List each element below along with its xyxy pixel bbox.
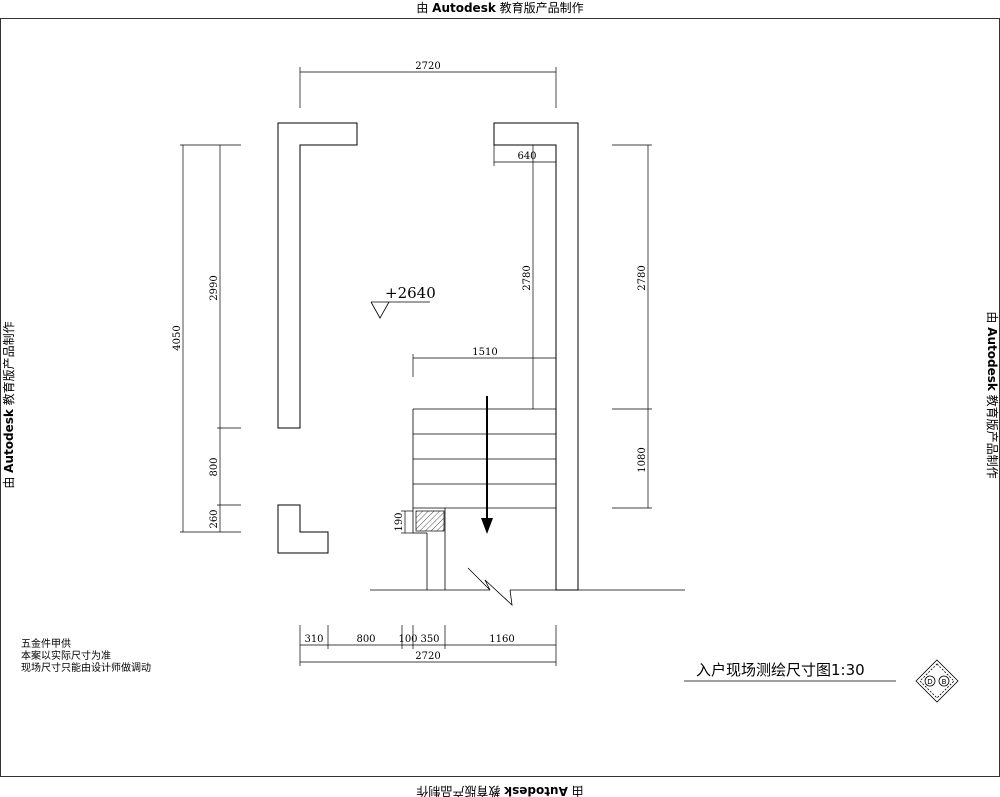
wall-right	[493, 122, 579, 591]
compass-icon: D B	[915, 659, 959, 703]
wall-left-upper	[277, 122, 358, 429]
svg-text:4050: 4050	[172, 325, 183, 350]
svg-text:2780: 2780	[522, 265, 533, 290]
dim-bottom-chain: 310 800 100 350 1160 2720	[299, 625, 557, 666]
svg-text:350: 350	[420, 634, 439, 645]
watermark-top: 由 Autodesk 教育版产品制作	[416, 0, 583, 15]
svg-text:1160: 1160	[489, 634, 514, 645]
wall-left-lower	[277, 504, 329, 554]
svg-text:640: 640	[517, 151, 536, 162]
svg-text:800: 800	[356, 634, 375, 645]
svg-text:2720: 2720	[415, 61, 440, 72]
staircase	[412, 408, 556, 590]
svg-text:2780: 2780	[637, 265, 648, 290]
svg-text:260: 260	[209, 509, 220, 528]
svg-text:310: 310	[304, 634, 323, 645]
note-3: 现场尺寸只能由设计师做调动	[21, 661, 151, 674]
svg-text:800: 800	[209, 457, 220, 476]
svg-text:2720: 2720	[415, 651, 440, 662]
svg-text:1510: 1510	[472, 347, 497, 358]
watermark-left: 由 Autodesk 教育版产品制作	[1, 321, 16, 488]
dim-left-chain: 4050 2990 800 260	[172, 144, 241, 533]
dim-top-total: 2720	[299, 61, 557, 108]
elevation-value: +2640	[385, 284, 436, 302]
note-2: 本案以实际尺寸为准	[21, 649, 111, 662]
dim-stair-width: 1510	[412, 347, 556, 377]
note-1: 五金件甲供	[21, 637, 71, 650]
svg-text:B: B	[942, 678, 947, 686]
notes: 五金件甲供 本案以实际尺寸为准 现场尺寸只能由设计师做调动	[21, 637, 151, 674]
dim-far-right: 2780 1080	[612, 144, 652, 509]
svg-text:100: 100	[398, 634, 417, 645]
dim-step-small: 190	[394, 510, 413, 534]
watermark-right: 由 Autodesk 教育版产品制作	[985, 311, 1000, 478]
stair-direction-arrow	[481, 396, 493, 534]
dim-top-right-offset: 640	[493, 145, 556, 166]
svg-text:D: D	[927, 678, 932, 686]
elevation-marker: +2640	[370, 284, 436, 319]
svg-text:190: 190	[394, 512, 405, 531]
hatched-block	[415, 510, 445, 532]
drawing-title-block: 入户现场测绘尺寸图1:30	[684, 661, 896, 682]
svg-text:1080: 1080	[637, 447, 648, 472]
dim-inner-right: 2780	[522, 145, 534, 409]
watermark-bottom: 由 Autodesk 教育版产品制作	[416, 784, 583, 797]
break-symbol	[467, 567, 513, 607]
drawing-title: 入户现场测绘尺寸图1:30	[696, 661, 865, 679]
svg-text:2990: 2990	[209, 275, 220, 300]
